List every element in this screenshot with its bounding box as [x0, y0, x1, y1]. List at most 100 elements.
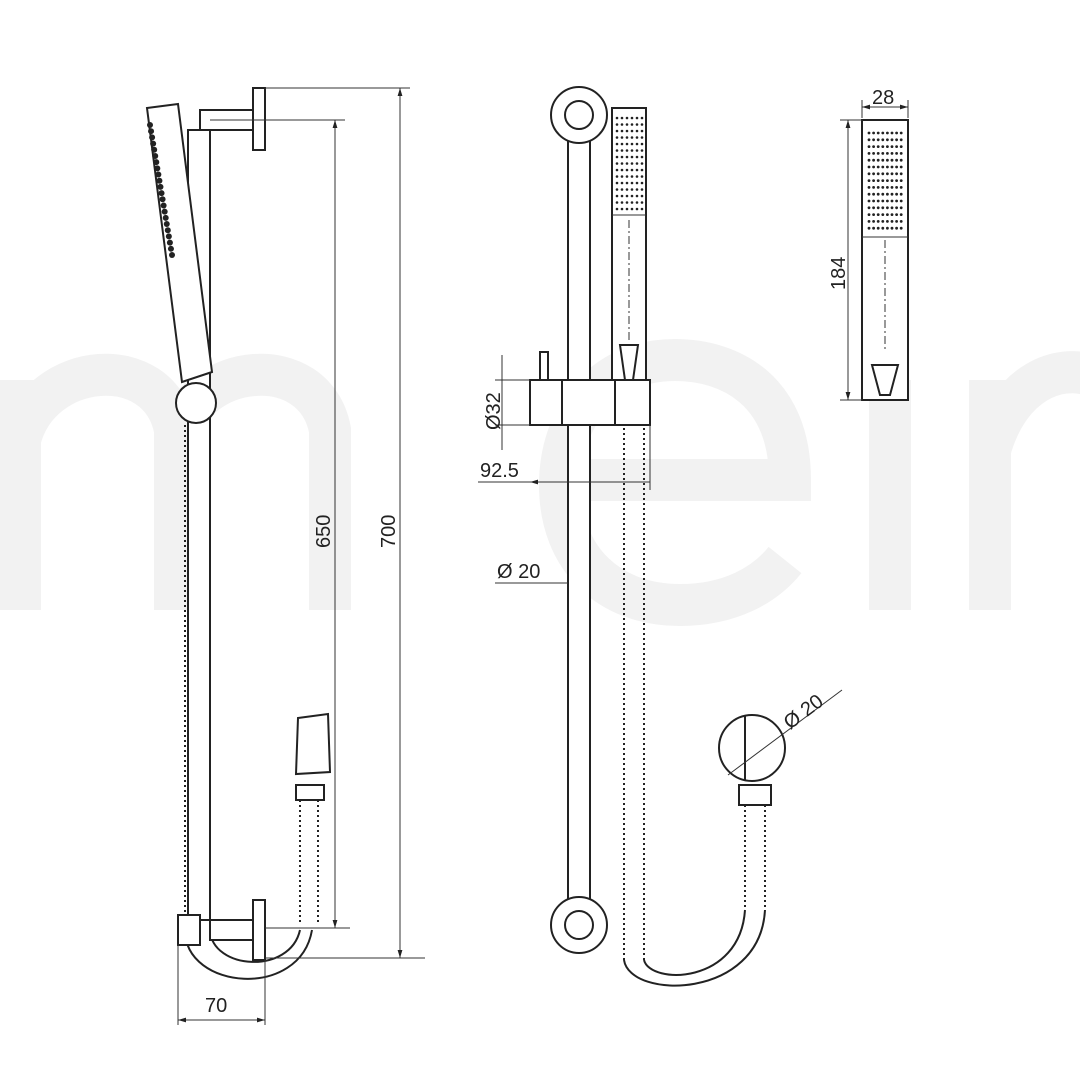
bottom-wall-bracket — [252, 899, 266, 961]
spray-dot — [166, 239, 173, 246]
spray-dot — [895, 192, 898, 196]
spray-dot — [881, 179, 885, 183]
spray-dot — [630, 129, 634, 133]
spray-dot — [895, 131, 898, 135]
spray-dot — [886, 158, 889, 162]
spray-dot — [615, 188, 619, 191]
spray-dot — [630, 175, 634, 178]
handset-spray-dots — [615, 116, 644, 211]
spray-dot — [881, 172, 885, 176]
spray-dot — [615, 162, 619, 165]
handset-detail: 28 184 — [828, 87, 909, 401]
spray-dot — [640, 188, 644, 191]
spray-dot — [620, 194, 624, 198]
spray-dot — [615, 201, 619, 204]
wall-outlet-front — [718, 714, 786, 782]
spray-dot — [640, 168, 644, 172]
spray-dot — [635, 201, 639, 204]
spray-dot — [876, 206, 880, 210]
spray-dot — [872, 172, 875, 176]
spray-dot — [899, 186, 903, 189]
spray-dot — [635, 175, 639, 178]
spray-dot — [635, 129, 639, 133]
spray-dot — [615, 175, 619, 178]
spray-dot — [867, 213, 871, 217]
spray-dot — [872, 226, 875, 230]
spray-dot — [640, 116, 644, 120]
spray-dot — [164, 227, 171, 234]
spray-dot — [635, 207, 639, 211]
spray-dot — [895, 226, 898, 230]
spray-dot — [895, 158, 898, 162]
dimension-92-5: 92.5 — [478, 425, 651, 490]
spray-dot — [630, 162, 634, 165]
spray-dot — [881, 158, 885, 162]
spray-dot — [886, 172, 889, 176]
spray-dot — [635, 188, 639, 191]
spray-dot — [890, 192, 894, 196]
spray-dot — [881, 199, 885, 203]
spray-dot — [620, 129, 624, 133]
spray-dot — [625, 116, 629, 120]
spray-dot — [640, 155, 644, 159]
spray-dot — [867, 152, 871, 155]
spray-dot — [149, 134, 156, 141]
spray-dot — [886, 131, 889, 135]
spray-dot — [899, 172, 903, 176]
spray-dot — [890, 226, 894, 230]
spray-dot — [872, 179, 875, 183]
spray-dot — [625, 129, 629, 133]
spray-dot — [876, 213, 880, 217]
spray-dot — [625, 207, 629, 211]
spray-dot — [890, 165, 894, 169]
spray-dot — [155, 171, 162, 178]
spray-dot — [640, 201, 644, 204]
spray-dot — [881, 131, 885, 135]
top-wall-bracket — [252, 87, 266, 151]
spray-dot — [895, 179, 898, 183]
label-rail-diameter: Ø 20 — [497, 561, 540, 583]
spray-dot — [881, 213, 885, 217]
spray-dot — [886, 145, 889, 149]
spray-dot — [899, 220, 903, 223]
spray-dot — [872, 165, 875, 169]
spray-dot — [867, 172, 871, 176]
spray-dot — [640, 129, 644, 133]
spray-dot — [890, 131, 894, 135]
spray-dot — [867, 179, 871, 183]
handset-side — [145, 102, 214, 384]
slider-front — [529, 379, 651, 426]
spray-dot — [872, 206, 875, 210]
spray-dot — [890, 152, 894, 155]
spray-dot — [899, 206, 903, 210]
spray-dot — [630, 168, 634, 172]
spray-dot — [630, 188, 634, 191]
spray-dot — [620, 188, 624, 191]
spray-dot — [890, 138, 894, 142]
spray-dot — [886, 226, 889, 230]
spray-dot — [635, 123, 639, 126]
spray-dot — [899, 179, 903, 183]
spray-dot — [881, 220, 885, 223]
spray-dot — [630, 201, 634, 204]
spray-dot — [886, 199, 889, 203]
spray-dot — [157, 183, 164, 190]
bottom-bracket-collar — [177, 914, 201, 946]
spray-dot — [876, 131, 880, 135]
spray-dot — [630, 181, 634, 185]
spray-dot — [872, 145, 875, 149]
spray-dot — [169, 252, 175, 258]
spray-dot — [872, 152, 875, 155]
spray-dot — [156, 177, 163, 184]
label-700: 700 — [378, 515, 400, 548]
rail-front — [567, 109, 591, 921]
spray-dot — [151, 146, 158, 153]
spray-dot — [876, 172, 880, 176]
spray-dot — [635, 116, 639, 120]
spray-dot — [890, 186, 894, 189]
spray-dot — [625, 155, 629, 159]
spray-dot — [890, 158, 894, 162]
label-184: 184 — [828, 257, 850, 290]
spray-dot — [886, 192, 889, 196]
spray-dot — [876, 186, 880, 189]
